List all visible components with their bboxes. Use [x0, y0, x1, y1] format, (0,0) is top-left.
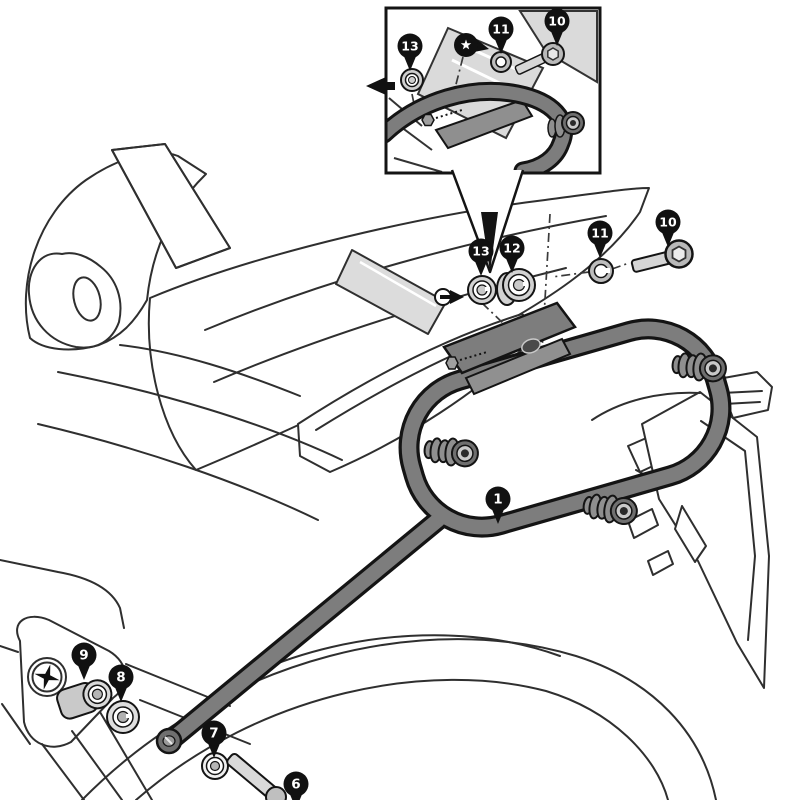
- arrow-icon: [366, 77, 386, 95]
- star-icon: [460, 39, 472, 50]
- callout-number: 8: [116, 670, 125, 686]
- washer-7: [201, 752, 229, 780]
- inset-star-marker: [454, 33, 489, 57]
- callout-part-8-spacer: 8: [108, 664, 134, 702]
- bolt-6: [226, 753, 287, 800]
- frame-hole-arrow: [440, 290, 464, 304]
- callout-number: 13: [472, 244, 489, 259]
- bobbin-right: [671, 352, 727, 383]
- fasteners: [56, 239, 694, 800]
- wheel-arc-outer: [81, 638, 717, 800]
- side-case-holder-bracket: [155, 301, 732, 755]
- callout-number: 10: [659, 215, 677, 230]
- callouts-layer: 1 6 7 8 9 10 11 12 13 13 11 10: [71, 8, 681, 800]
- washer-11: [588, 258, 614, 284]
- callout-inset-part-13-washer: 13: [397, 33, 423, 71]
- callout-number: 11: [492, 22, 509, 37]
- clamp-bolt: [445, 356, 459, 370]
- inset-bolt-10: [514, 42, 565, 75]
- bolt-10: [630, 239, 694, 273]
- inset-washer-13: [400, 68, 424, 92]
- callout-part-12-spacer: 12: [499, 235, 525, 273]
- callout-part-10-bolt: 10: [655, 209, 681, 247]
- callout-part-9-bushing: 9: [71, 642, 97, 680]
- arrow-icon: [450, 290, 464, 304]
- callout-number: 6: [291, 777, 300, 793]
- callout-number: 7: [209, 726, 218, 742]
- wheel-arc-inner: [135, 678, 669, 800]
- callout-number: 9: [79, 648, 88, 664]
- callout-part-7-washer: 7: [201, 720, 227, 758]
- callout-part-11-washer: 11: [587, 220, 613, 258]
- callout-number: 13: [401, 39, 418, 54]
- frame-star-mark: [34, 664, 60, 690]
- bobbin-left: [423, 437, 479, 468]
- grab-handle-hole: [72, 276, 102, 322]
- washer-13: [467, 275, 497, 305]
- strap-slot: [521, 338, 541, 354]
- bobbin-bottom: [582, 493, 638, 526]
- detail-inset: [384, 6, 602, 274]
- callout-part-1-holder: 1: [485, 486, 511, 524]
- callout-part-6-bolt: 6: [283, 771, 309, 800]
- callout-inset-part-10-bolt: 10: [544, 8, 570, 46]
- seat-strap-hatch: [111, 143, 231, 269]
- star-icon: [34, 664, 60, 690]
- callout-number: 10: [548, 14, 566, 29]
- hugger-edge: [255, 634, 561, 673]
- callout-number: 12: [503, 241, 520, 256]
- markers-layer: [34, 33, 489, 690]
- callout-number: 11: [591, 226, 608, 241]
- callout-inset-part-11-washer: 11: [488, 16, 514, 54]
- spacer-12: [496, 268, 536, 306]
- inset-washer-11: [490, 51, 512, 73]
- callout-part-13-washer: 13: [468, 238, 494, 276]
- spacer-8: [106, 700, 140, 734]
- inset-direction-arrow: [366, 77, 395, 95]
- bushing-9: [56, 679, 113, 720]
- callout-number: 1: [493, 492, 502, 508]
